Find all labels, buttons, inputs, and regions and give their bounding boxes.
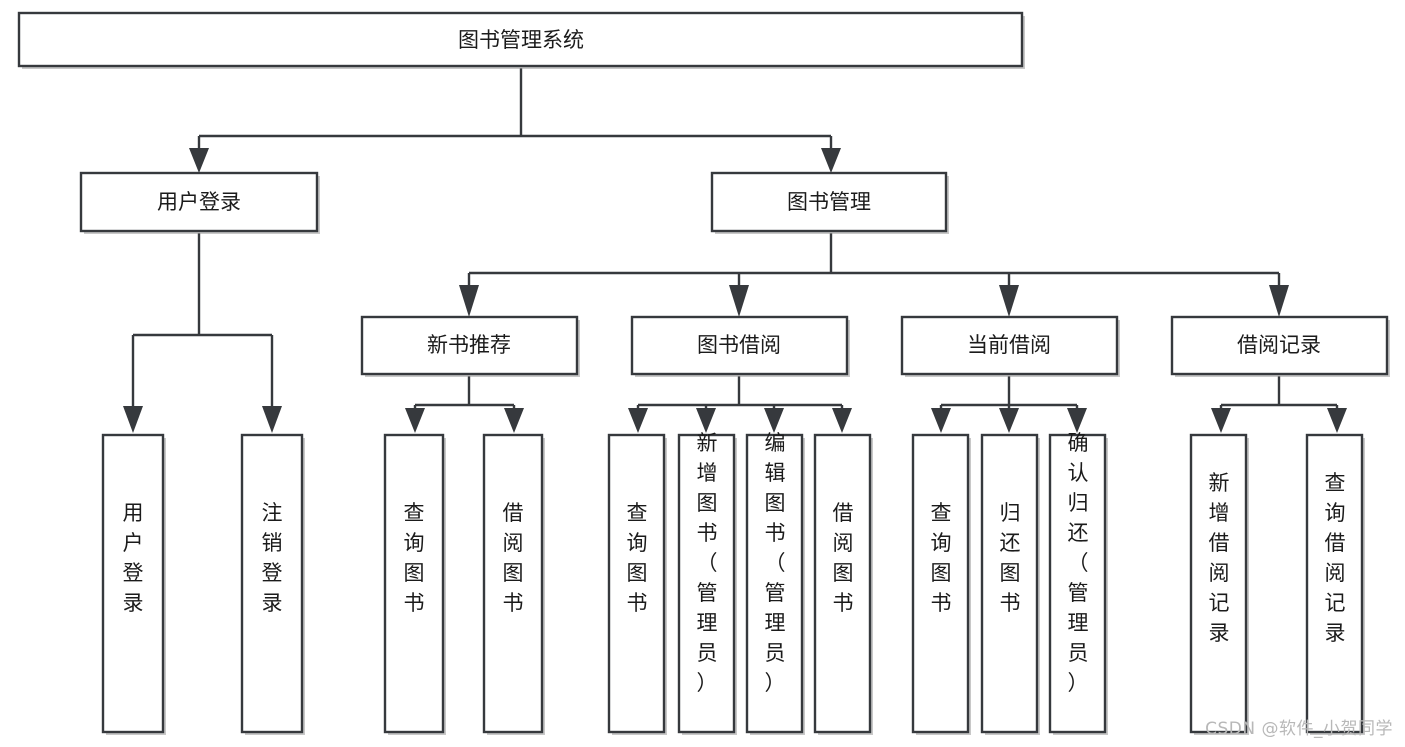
node-leaf-user-login-label: 用户登录 (123, 501, 144, 615)
node-user-login-box (79, 171, 319, 233)
node-leaf-edit-book[interactable]: 编辑图书（管理员） (745, 431, 805, 735)
node-current-borrow[interactable]: 当前借阅 (900, 315, 1120, 377)
arrow-leaf-return-book (999, 408, 1019, 433)
node-leaf-borrow-book-2-label: 借阅图书 (833, 501, 854, 615)
node-leaf-add-record-box (1189, 433, 1248, 734)
node-user-login[interactable]: 用户登录 (79, 171, 320, 234)
node-leaf-query-book-2-box (607, 433, 666, 734)
arrow-leaf-query-book-1 (405, 408, 425, 433)
arrow-book-borrow (729, 285, 749, 317)
node-leaf-borrow-book-1[interactable]: 借阅图书 (482, 433, 545, 735)
arrow-leaf-query-book-3 (931, 408, 951, 433)
arrow-leaf-query-record (1327, 408, 1347, 433)
node-book-manage[interactable]: 图书管理 (710, 171, 949, 234)
node-leaf-logout[interactable]: 注销登录 (240, 433, 305, 735)
node-new-book-recommend-box (360, 315, 579, 376)
node-leaf-add-book[interactable]: 新增图书（管理员） (677, 431, 737, 735)
node-borrow-record[interactable]: 借阅记录 (1170, 315, 1390, 377)
node-current-borrow-box (900, 315, 1119, 376)
node-user-login-label: 用户登录 (157, 190, 241, 214)
node-leaf-query-book-2-label: 查询图书 (627, 501, 648, 615)
arrow-leaf-query-book-2 (628, 408, 648, 433)
arrow-leaf-borrow-book-2 (832, 408, 852, 433)
node-leaf-user-login[interactable]: 用户登录 (101, 433, 166, 735)
node-leaf-return-book-box (980, 433, 1039, 734)
arrow-current-borrow (999, 285, 1019, 317)
arrow-new-book-recommend (459, 285, 479, 317)
node-leaf-query-book-3[interactable]: 查询图书 (911, 433, 971, 735)
node-leaf-logout-box (240, 433, 304, 734)
node-leaf-query-record[interactable]: 查询借阅记录 (1305, 433, 1365, 735)
node-leaf-borrow-book-1-box (482, 433, 544, 734)
node-book-borrow-box (630, 315, 849, 376)
node-leaf-confirm-return-label: 确认归还（管理员） (1068, 431, 1089, 695)
node-leaf-return-book[interactable]: 归还图书 (980, 433, 1040, 735)
connector-layer (123, 68, 1347, 433)
node-root-box (17, 11, 1024, 68)
arrow-book-manage (821, 148, 841, 173)
node-root-label: 图书管理系统 (458, 28, 584, 52)
node-book-manage-box (710, 171, 948, 233)
node-leaf-edit-book-box (745, 433, 804, 734)
node-leaf-borrow-book-1-label: 借阅图书 (503, 501, 524, 615)
node-root[interactable]: 图书管理系统 (17, 11, 1025, 69)
arrow-leaf-logout (262, 406, 282, 433)
node-leaf-query-book-3-box (911, 433, 970, 734)
node-leaf-logout-label: 注销登录 (262, 501, 283, 615)
node-leaf-add-record-label: 新增借阅记录 (1209, 471, 1230, 645)
node-borrow-record-label: 借阅记录 (1237, 333, 1321, 357)
node-leaf-query-book-1-box (383, 433, 445, 734)
arrow-user-login (189, 148, 209, 173)
node-book-borrow[interactable]: 图书借阅 (630, 315, 850, 377)
arrow-leaf-add-record (1211, 408, 1231, 433)
node-leaf-borrow-book-2[interactable]: 借阅图书 (813, 433, 873, 735)
node-leaf-confirm-return[interactable]: 确认归还（管理员） (1048, 431, 1108, 735)
node-leaf-query-book-1-label: 查询图书 (404, 501, 425, 615)
node-leaf-query-book-1[interactable]: 查询图书 (383, 433, 446, 735)
node-book-borrow-label: 图书借阅 (697, 333, 781, 357)
node-leaf-query-book-3-label: 查询图书 (931, 501, 952, 615)
node-leaf-edit-book-label: 编辑图书（管理员） (765, 431, 786, 695)
node-new-book-recommend[interactable]: 新书推荐 (360, 315, 580, 377)
node-leaf-query-record-box (1305, 433, 1364, 734)
node-leaf-borrow-book-2-box (813, 433, 872, 734)
arrow-leaf-edit-book (764, 408, 784, 433)
arrow-leaf-add-book (696, 408, 716, 433)
node-leaf-query-book-2[interactable]: 查询图书 (607, 433, 667, 735)
node-leaf-return-book-label: 归还图书 (1000, 501, 1021, 615)
node-new-book-recommend-label: 新书推荐 (427, 333, 511, 357)
arrow-leaf-borrow-book-1 (504, 408, 524, 433)
node-book-manage-label: 图书管理 (787, 190, 871, 214)
node-current-borrow-label: 当前借阅 (967, 333, 1051, 357)
node-leaf-confirm-return-box (1048, 433, 1107, 734)
node-leaf-add-record[interactable]: 新增借阅记录 (1189, 433, 1249, 735)
node-leaf-add-book-box (677, 433, 736, 734)
node-borrow-record-box (1170, 315, 1389, 376)
node-leaf-query-record-label: 查询借阅记录 (1325, 471, 1346, 645)
arrow-leaf-confirm-return (1067, 408, 1087, 433)
csdn-watermark: CSDN @软件_小贺同学 (1205, 719, 1393, 739)
node-leaf-user-login-box (101, 433, 165, 734)
arrow-leaf-user-login (123, 406, 143, 433)
arrow-borrow-record (1269, 285, 1289, 317)
node-leaf-add-book-label: 新增图书（管理员） (697, 431, 718, 695)
